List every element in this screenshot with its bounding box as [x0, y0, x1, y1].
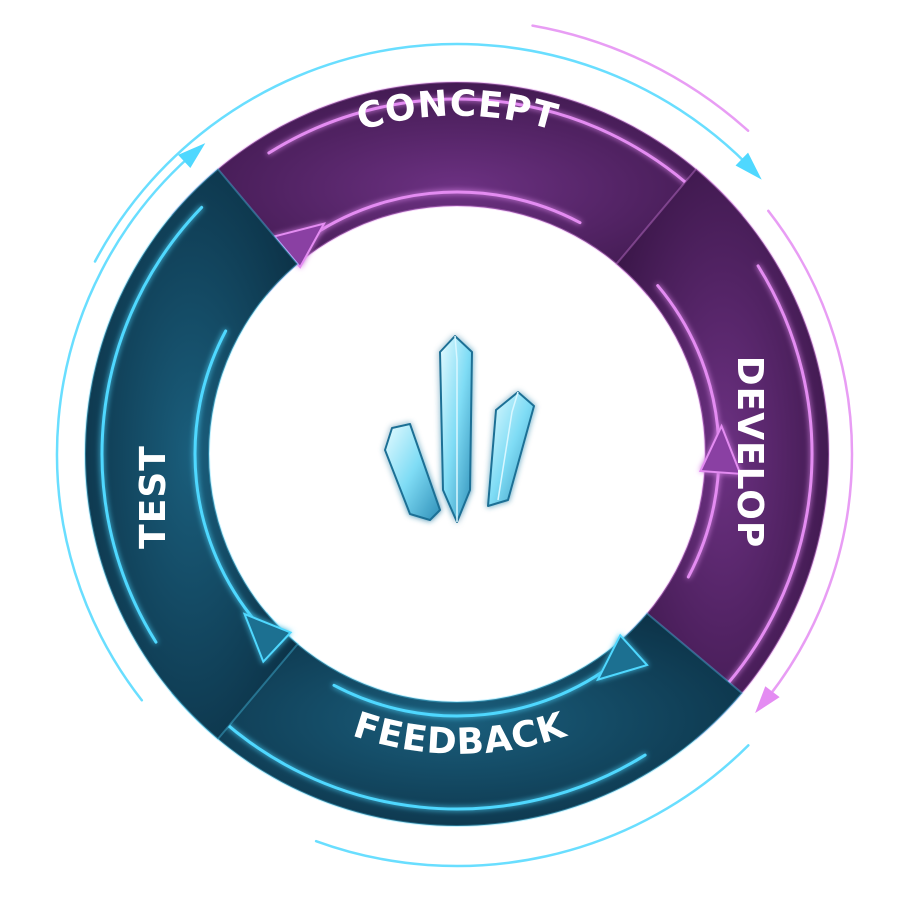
concept-segment: [170, 81, 744, 296]
orbit-arrow-icon: [755, 686, 780, 714]
develop-inner-glow-line: [656, 284, 721, 579]
test-segment-body: [84, 167, 299, 741]
test-segment: [84, 167, 299, 741]
orbit-arrow-icon: [735, 152, 762, 180]
develop-arrow-icon: [698, 423, 742, 475]
feedback-outer-glow-line: [208, 707, 647, 811]
orbit-arrow-icon: [178, 143, 206, 169]
orbit-arc: [93, 42, 749, 263]
outer-orbit-arcs: [55, 24, 854, 868]
develop-outer-glow-line: [710, 264, 814, 703]
test-outer-glow-line: [100, 205, 204, 644]
feedback-segment-body: [170, 612, 744, 827]
develop-label: DEVELOP: [729, 356, 770, 549]
test-label: TEST: [133, 445, 174, 549]
feedback-arrow-icon: [596, 633, 649, 682]
orbit-arc: [55, 155, 191, 702]
feedback-segment: [170, 612, 744, 827]
develop-segment: [615, 167, 830, 741]
test-arrow-icon: [242, 612, 293, 664]
concept-outer-glow-line: [267, 97, 706, 201]
crystal-cluster-icon: [384, 335, 535, 523]
concept-inner-glow-line: [287, 190, 582, 255]
orbit-arc: [314, 744, 750, 868]
feedback-inner-glow-line: [332, 653, 627, 718]
test-inner-glow-line: [193, 329, 258, 624]
orbit-arc: [767, 209, 854, 699]
orbit-arc: [531, 24, 750, 132]
cycle-ring: [84, 81, 830, 827]
